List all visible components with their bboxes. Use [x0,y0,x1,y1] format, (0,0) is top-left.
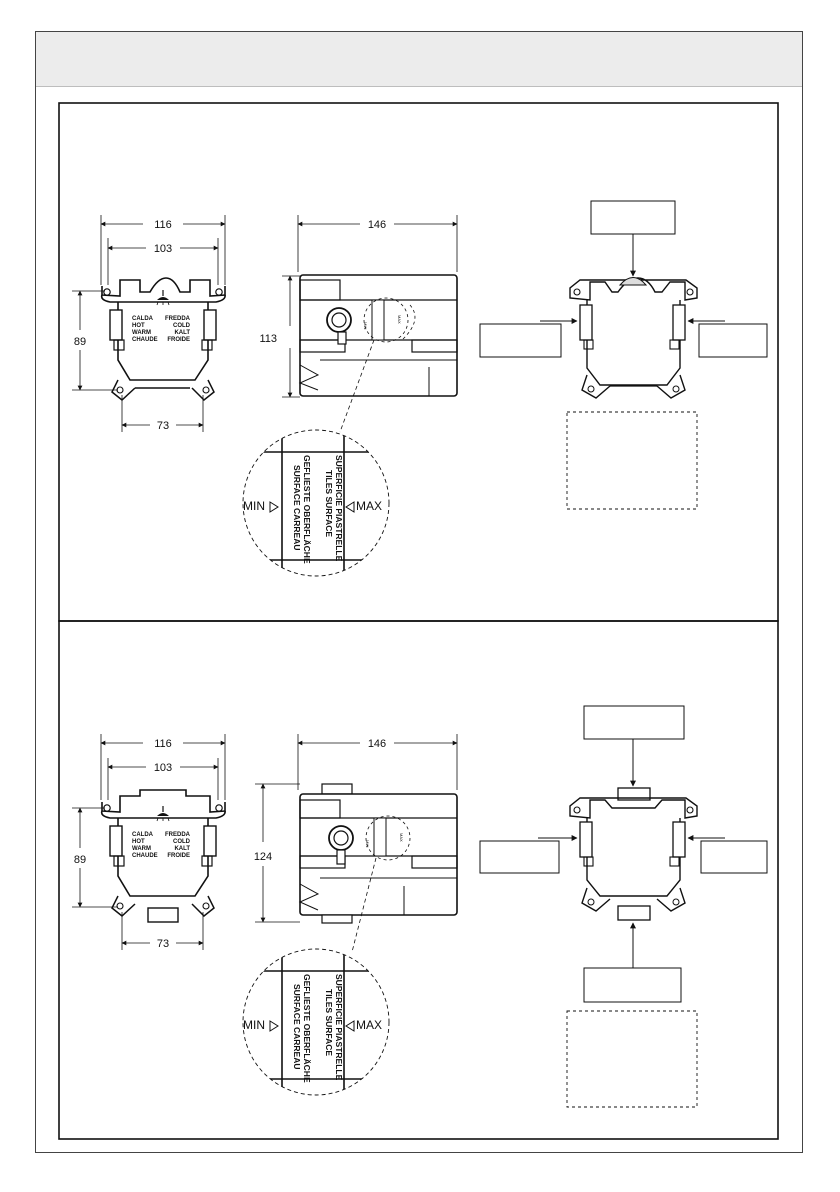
label-hot-4: CHAUDE [132,337,158,343]
dim-width: 146 [368,219,386,231]
section-2-frame [58,620,779,1140]
label-hot-3: WARM [132,846,151,852]
dim-width-outer: 116 [154,738,172,750]
label-hot-1: CALDA [132,316,154,322]
detail-min-label: MIN [243,1018,265,1032]
surface-line-2: TILES SURFACE [324,989,334,1056]
side-view: 146 124 MIN MAX [254,734,458,953]
side-view: 146 113 MIN MAX [259,215,458,433]
scale-min: MIN [365,840,370,847]
scale-min: MIN [363,322,368,329]
callout-box-right [700,840,768,874]
dashed-note-box [566,411,698,510]
label-hot-3: WARM [132,330,151,336]
surface-line-2: TILES SURFACE [324,470,334,537]
page-frame [35,31,803,1153]
surface-line-3: GEFLIESTE OBERFLÄCHE [302,974,312,1083]
dim-height: 113 [259,333,277,345]
callout-box-right [698,323,768,358]
dim-bottom: 73 [157,938,169,950]
dim-height: 124 [254,851,272,863]
shower-icon [156,806,170,822]
label-cold-4: FROIDE [167,337,190,343]
connection-schematic [479,705,768,1108]
section-2: 116 103 89 73 [58,620,779,1140]
label-cold-4: FROIDE [167,853,190,859]
dashed-note-box [566,1010,698,1108]
surface-line-1: SUPERFICIE PIASTRELLE [334,974,344,1081]
label-hot-2: HOT [132,323,145,329]
surface-line-4: SURFACE CARREAU [292,984,302,1069]
front-view: 116 103 89 73 [72,734,226,950]
surface-line-3: GEFLIESTE OBERFLÄCHE [302,455,312,564]
header-band [36,32,802,87]
detail-magnifier: MIN MAX SUPERFICIE PIASTRELLE TILES SURF… [242,948,390,1096]
surface-line-4: SURFACE CARREAU [292,465,302,550]
detail-max-label: MAX [356,499,382,513]
callout-box-left [479,323,562,358]
label-hot-4: CHAUDE [132,853,158,859]
connection-schematic [479,200,768,510]
callout-box-left [479,840,560,874]
dim-height: 89 [74,336,86,348]
callout-box-top [590,200,676,235]
label-cold-2: COLD [173,323,191,329]
label-cold-2: COLD [173,839,191,845]
callout-box-top [583,705,685,740]
surface-line-1: SUPERFICIE PIASTRELLE [334,455,344,562]
front-view: 116 103 89 73 [72,215,226,432]
dim-width-inner: 103 [154,243,172,255]
dim-height: 89 [74,854,86,866]
label-cold-1: FREDDA [165,316,191,322]
label-hot-1: CALDA [132,832,154,838]
label-cold-1: FREDDA [165,832,191,838]
label-cold-3: KALT [174,846,190,852]
callout-box-bottom [583,967,682,1003]
detail-max-label: MAX [356,1018,382,1032]
dim-width-outer: 116 [154,219,172,231]
label-hot-2: HOT [132,839,145,845]
dim-width: 146 [368,738,386,750]
scale-max: MAX [397,315,402,324]
shower-icon [156,290,170,306]
dim-width-inner: 103 [154,762,172,774]
section-1: 116 103 89 73 [58,102,779,622]
detail-min-label: MIN [243,499,265,513]
dim-bottom: 73 [157,420,169,432]
scale-max: MAX [399,833,404,842]
label-cold-3: KALT [174,330,190,336]
detail-magnifier: MIN MAX SUPERFICIE PIASTRELLE TILES SURF… [242,429,390,577]
